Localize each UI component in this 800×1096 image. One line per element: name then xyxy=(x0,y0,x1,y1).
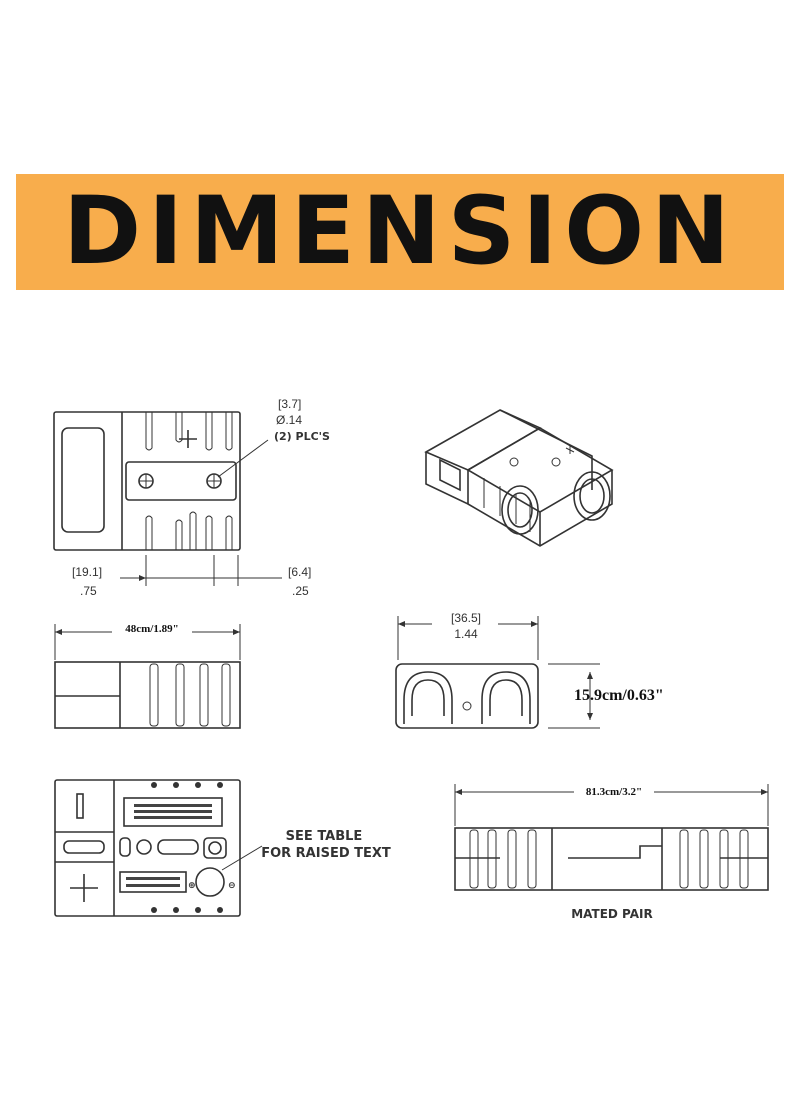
top-view-drawing xyxy=(53,411,282,586)
front-width-mm: [36.5] xyxy=(451,611,481,625)
mated-pair-caption: MATED PAIR xyxy=(571,907,653,921)
raised-text-note-line2: FOR RAISED TEXT xyxy=(261,846,391,861)
dimension-banner: DIMENSION xyxy=(16,174,784,290)
hole-qty: (2) PLC'S xyxy=(274,430,330,443)
svg-text:⊖: ⊖ xyxy=(228,881,236,891)
side-view-drawing xyxy=(54,624,241,729)
mated-pair-drawing xyxy=(454,784,769,891)
front-width-in: 1.44 xyxy=(454,627,478,641)
hole-dim-mm: [3.7] xyxy=(278,397,301,411)
left-dim-mm: [19.1] xyxy=(72,565,102,579)
bottom-view-drawing: ⊕ ⊖ xyxy=(54,779,263,917)
hole-dim-in: Ø.14 xyxy=(276,413,302,427)
svg-text:⊕: ⊕ xyxy=(188,881,196,891)
mated-length-label: 81.3cm/3.2" xyxy=(586,786,642,798)
left-dim-in: .75 xyxy=(80,584,97,598)
right-dim-in: .25 xyxy=(292,584,309,598)
front-height-label: 15.9cm/0.63" xyxy=(574,687,664,704)
side-length-label: 48cm/1.89" xyxy=(125,623,178,635)
raised-text-note-line1: SEE TABLE xyxy=(286,829,363,844)
front-view-drawing xyxy=(395,616,600,729)
right-dim-mm: [6.4] xyxy=(288,565,311,579)
banner-title: DIMENSION xyxy=(63,177,737,286)
isometric-view-drawing xyxy=(424,409,614,547)
